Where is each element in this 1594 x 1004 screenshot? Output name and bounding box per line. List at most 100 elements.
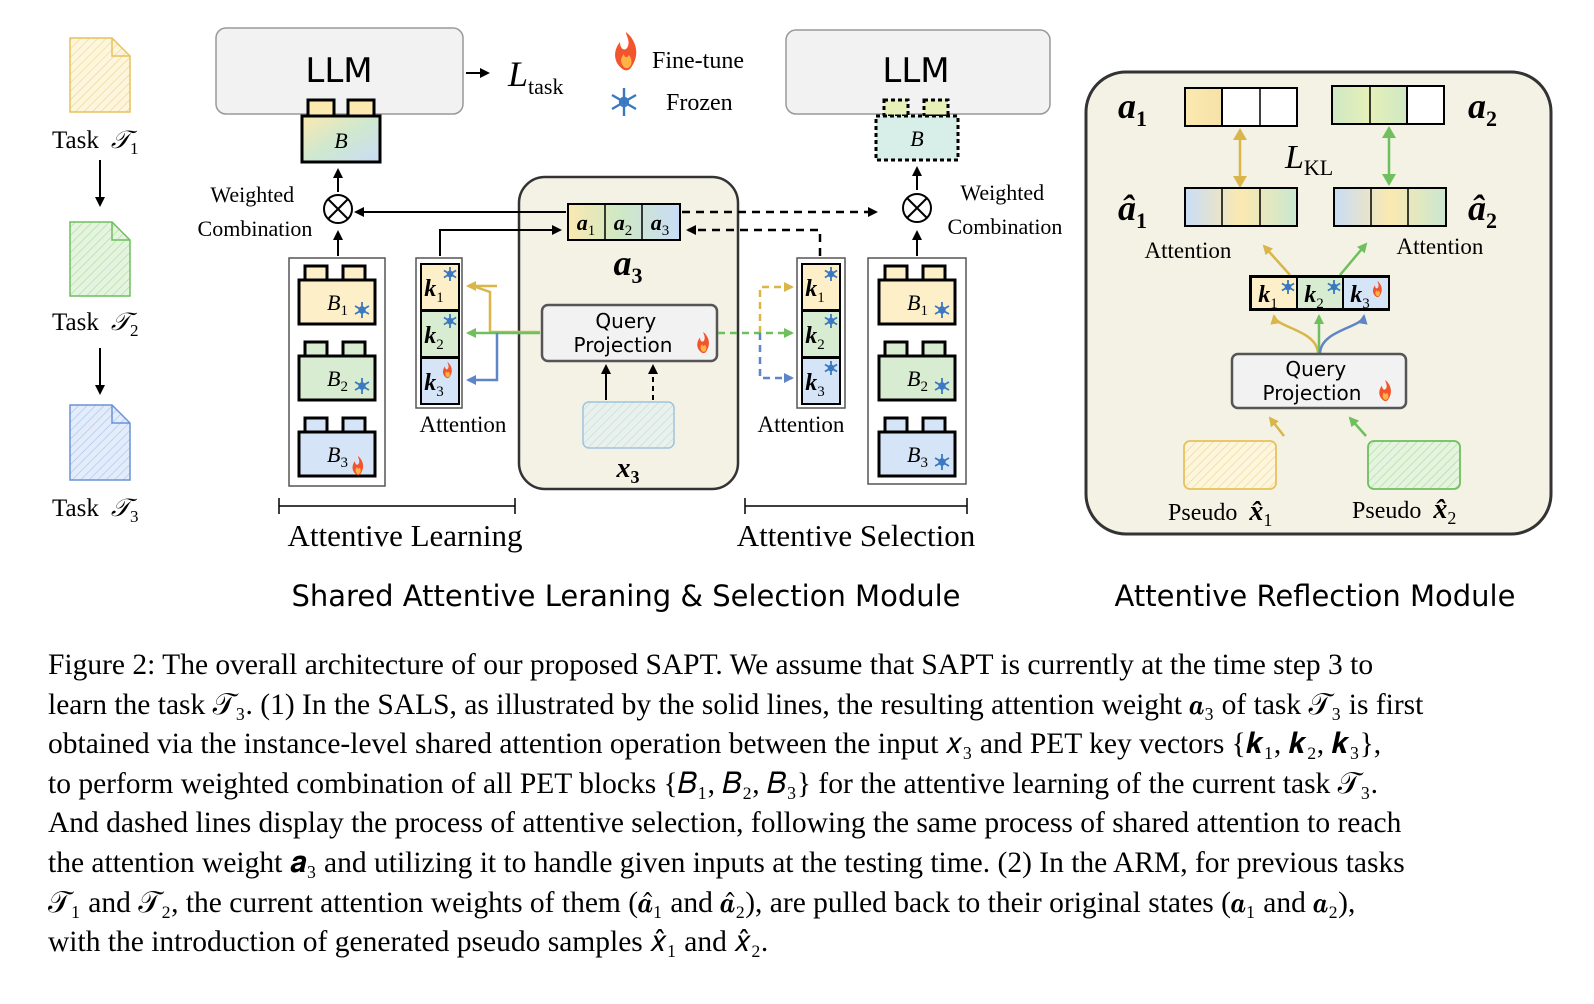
svg-text:k3: k3 bbox=[805, 370, 825, 400]
attentive-selection-label: Attentive Selection bbox=[737, 518, 976, 553]
left-llm-group: LLM Ltask B Weighted Combination bbox=[198, 27, 563, 256]
pet-block: B1 bbox=[877, 264, 957, 326]
arm-attention-left: Attention bbox=[1145, 238, 1232, 263]
arm-a2-hat-label: â2 bbox=[1468, 188, 1497, 233]
snowflake-icon bbox=[443, 267, 457, 281]
snowflake-icon bbox=[611, 88, 637, 116]
snowflake-icon bbox=[1281, 280, 1295, 294]
arm-query-projection: Query Projection bbox=[1230, 352, 1408, 410]
legend: Fine-tune Frozen bbox=[611, 32, 744, 116]
sals-module-title: Shared Attentive Leraning & Selection Mo… bbox=[291, 579, 960, 613]
svg-text:k1: k1 bbox=[424, 276, 444, 306]
arm-a1-label: a1 bbox=[1118, 86, 1147, 131]
snowflake-icon bbox=[934, 454, 950, 470]
pseudo-x2-box bbox=[1367, 440, 1461, 490]
key-vector: k3 bbox=[1342, 276, 1390, 312]
pet-block: B3 bbox=[297, 416, 377, 478]
snowflake-icon bbox=[934, 302, 950, 318]
loss-task: Ltask bbox=[507, 54, 563, 99]
svg-text:B3: B3 bbox=[907, 442, 928, 471]
svg-text:k2: k2 bbox=[805, 323, 825, 353]
query-projection-center: Query Projection bbox=[540, 303, 719, 363]
arm-panel: a1 a2 LKL â1 bbox=[1084, 70, 1553, 536]
caption-line: the attention weight 𝒂₃ and utilizing it… bbox=[48, 846, 1405, 879]
attention-weight-vector: a1 a2 a3 bbox=[567, 203, 681, 241]
svg-text:B: B bbox=[910, 126, 923, 151]
pseudo-x1-box bbox=[1183, 440, 1277, 490]
snowflake-icon bbox=[824, 361, 838, 375]
svg-text:B2: B2 bbox=[907, 366, 928, 395]
snowflake-icon bbox=[824, 267, 838, 281]
svg-text:B1: B1 bbox=[907, 290, 928, 319]
key-vector: k1 bbox=[420, 263, 460, 311]
caption-line: Figure 2: The overall architecture of ou… bbox=[48, 649, 1374, 681]
svg-text:Query Projection: Query Projection bbox=[574, 309, 673, 357]
arm-a2-label: a2 bbox=[1468, 86, 1497, 131]
snowflake-icon bbox=[934, 378, 950, 394]
weighted-combination-right bbox=[902, 193, 932, 223]
section-range-right bbox=[744, 498, 968, 514]
connection-arrows bbox=[354, 207, 878, 385]
arm-a1-hat-vector bbox=[1184, 187, 1298, 227]
arm-a1-vector bbox=[1184, 87, 1298, 127]
attention-label-right: Attention bbox=[758, 412, 845, 437]
kl-arrow-left bbox=[1233, 128, 1247, 188]
svg-text:k1: k1 bbox=[1258, 282, 1278, 312]
task-2-doc-icon bbox=[69, 221, 131, 297]
svg-text:a2: a2 bbox=[614, 210, 633, 239]
llm-label-left: LLM bbox=[305, 51, 372, 91]
attentive-learning-label: Attentive Learning bbox=[288, 518, 523, 553]
caption-line: to perform weighted combination of all P… bbox=[48, 767, 1378, 800]
snowflake-icon bbox=[443, 314, 457, 328]
svg-text:B3: B3 bbox=[327, 442, 348, 471]
svg-text:k3: k3 bbox=[424, 370, 444, 400]
pet-block: B2 bbox=[297, 340, 377, 402]
pet-block: B2 bbox=[877, 340, 957, 402]
key-vector: k2 bbox=[1296, 276, 1344, 312]
arm-a1-hat-label: â1 bbox=[1118, 188, 1147, 233]
key-vector: k3 bbox=[420, 357, 460, 405]
legend-finetune-label: Fine-tune bbox=[652, 48, 744, 74]
svg-text:B: B bbox=[334, 128, 347, 153]
input-x3-box bbox=[582, 401, 675, 449]
caption-line: obtained via the instance-level shared a… bbox=[48, 728, 1382, 761]
right-llm-group: LLM B Weighted Combination bbox=[785, 29, 1063, 256]
arm-attention-right: Attention bbox=[1397, 234, 1484, 259]
b-block-left: B bbox=[300, 98, 382, 164]
svg-text:B1: B1 bbox=[327, 290, 348, 319]
pet-block: B3 bbox=[877, 416, 957, 478]
center-shared-panel: a1 a2 a3 a3 Query Projection x3 bbox=[517, 175, 740, 491]
llm-label-right: LLM bbox=[882, 51, 949, 91]
figure-caption: Figure 2: The overall architecture of ou… bbox=[48, 646, 1558, 963]
weighted-combination-left bbox=[323, 194, 353, 224]
key-vector: k2 bbox=[420, 310, 460, 358]
fire-icon bbox=[442, 362, 452, 379]
snowflake-icon bbox=[1327, 280, 1341, 294]
svg-text:B2: B2 bbox=[327, 366, 348, 395]
arm-a2-vector bbox=[1331, 85, 1445, 125]
caption-line: with the introduction of generated pseud… bbox=[48, 926, 769, 959]
weighted-combination-label-right: Weighted Combination bbox=[948, 180, 1063, 239]
key-vector: k1 bbox=[1250, 276, 1298, 312]
input-x3-label: x3 bbox=[616, 453, 640, 487]
fire-icon bbox=[1379, 380, 1391, 402]
fire-icon bbox=[697, 332, 709, 354]
llm-box-right bbox=[785, 29, 1051, 115]
snowflake-icon bbox=[354, 302, 370, 318]
svg-text:a3: a3 bbox=[651, 210, 670, 239]
fire-icon bbox=[352, 456, 364, 476]
kl-arrow-right bbox=[1382, 126, 1396, 186]
svg-text:a1: a1 bbox=[577, 210, 596, 239]
svg-text:Query Projection: Query Projection bbox=[1263, 357, 1362, 405]
